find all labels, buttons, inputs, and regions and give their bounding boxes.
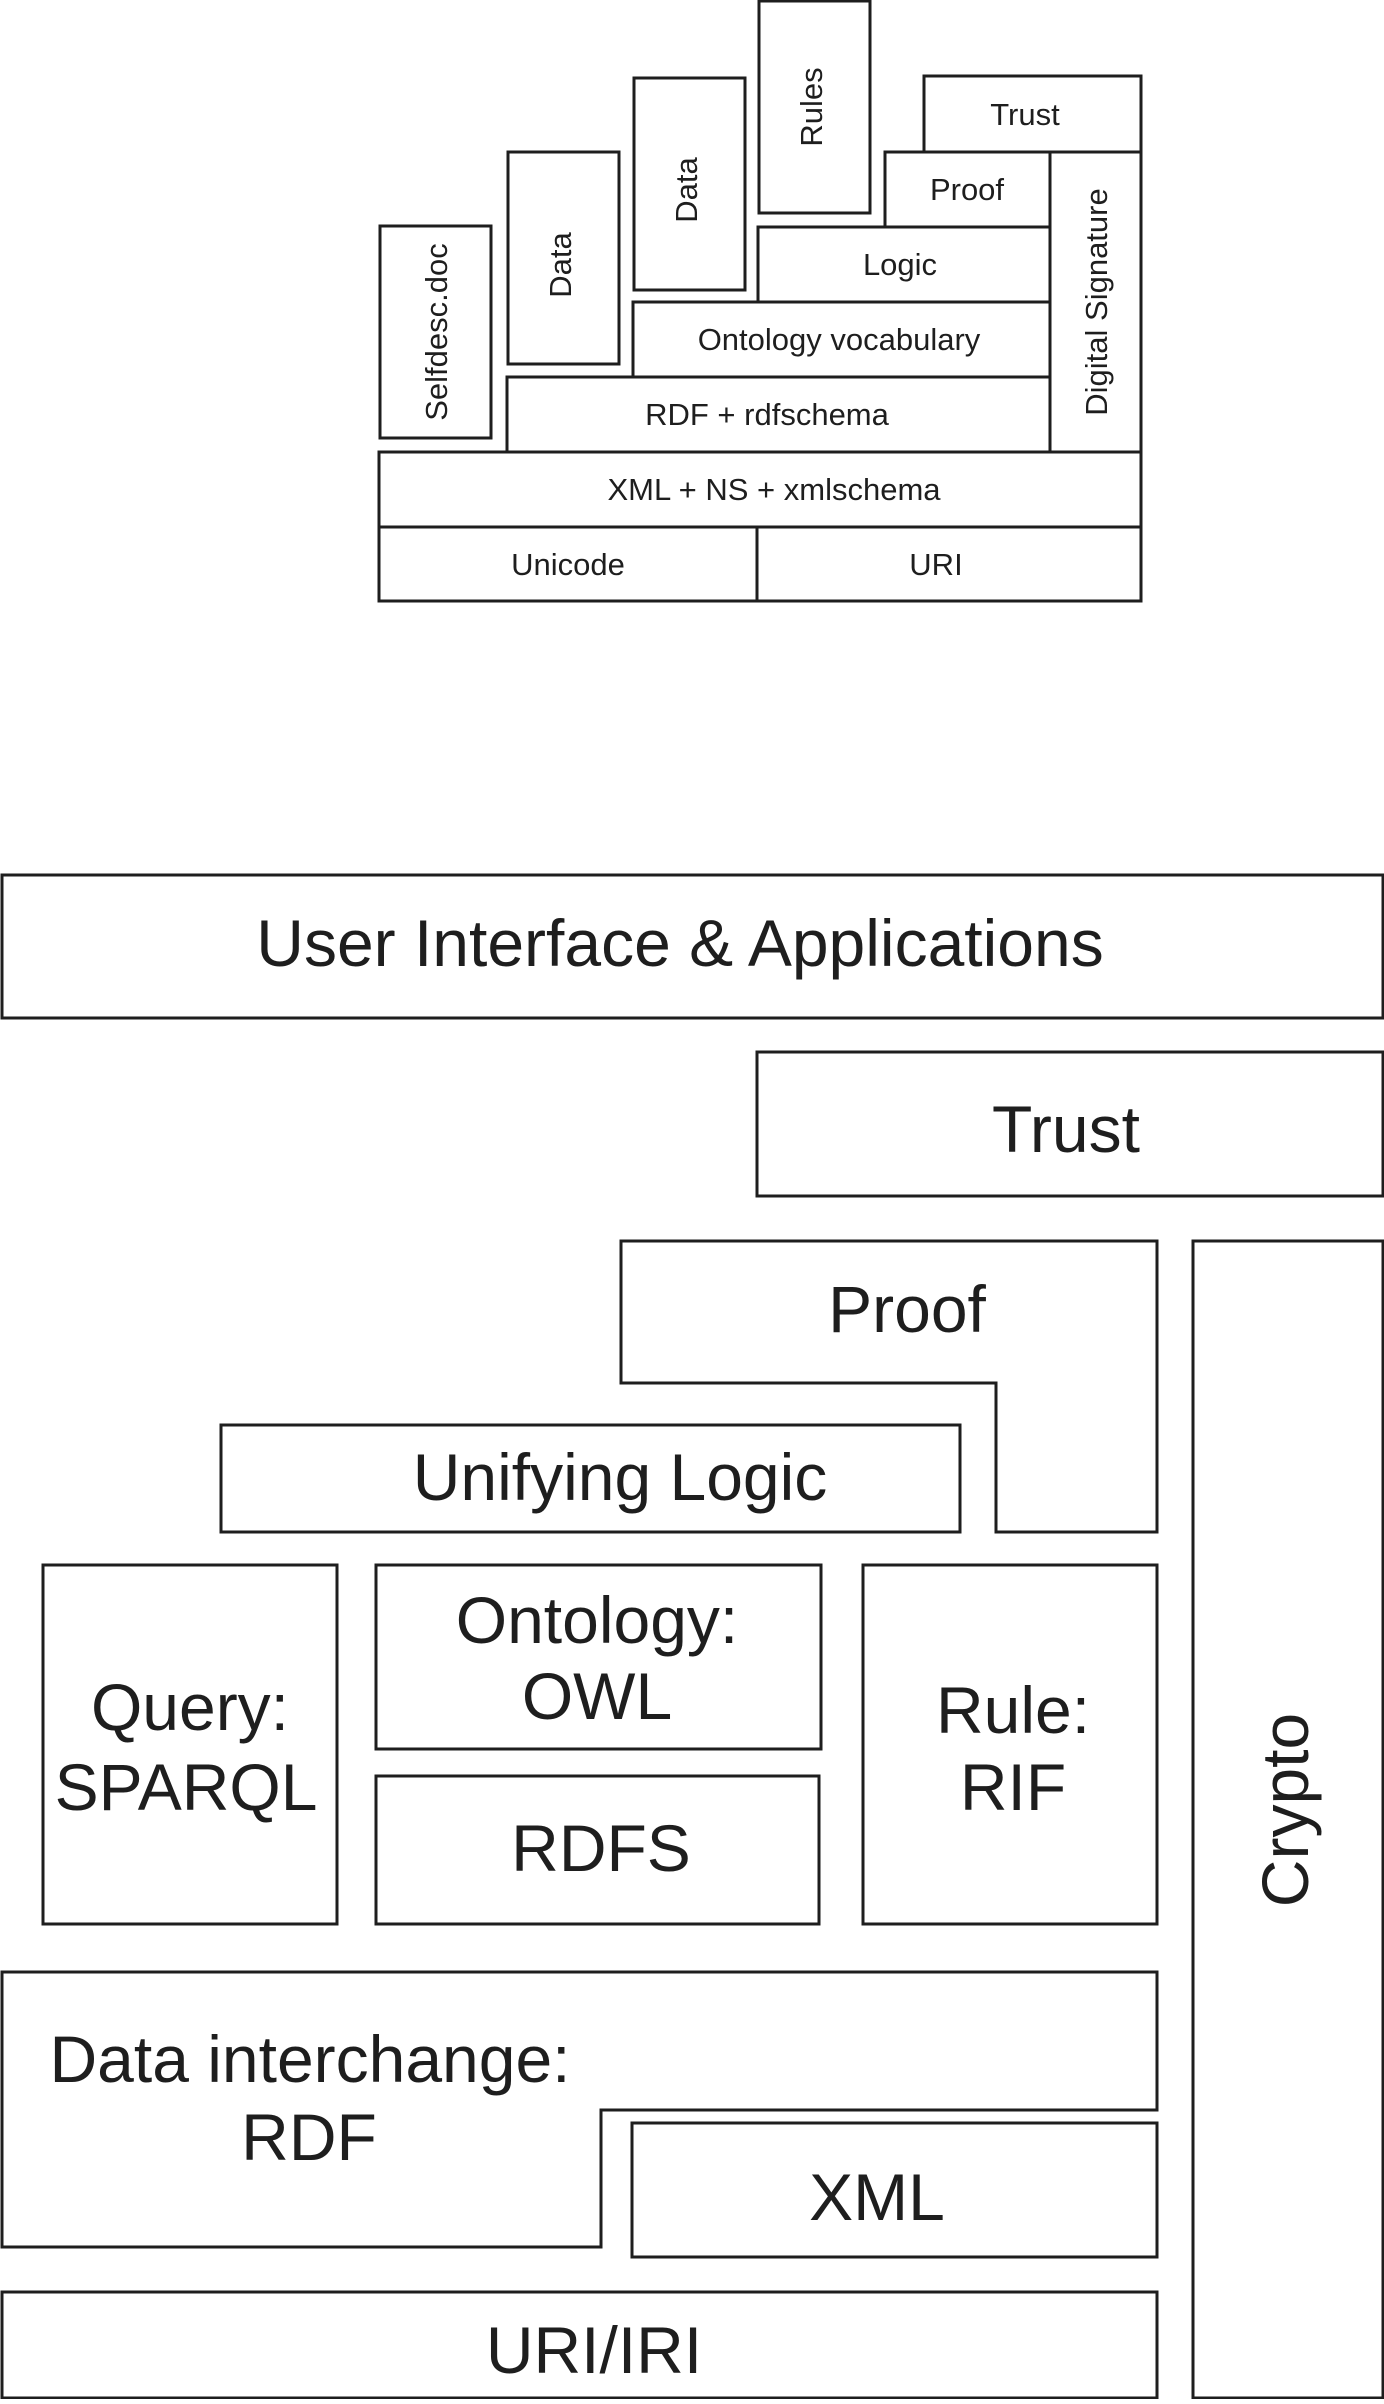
- old-data-label-2: Data: [669, 157, 704, 223]
- old-digital-signature-label: Digital Signature: [1079, 188, 1114, 415]
- trust-layer: Trust: [755, 1050, 1384, 1198]
- unifying-logic-label: Unifying Logic: [413, 1440, 828, 1514]
- old-proof-label: Proof: [930, 172, 1004, 207]
- rule-label-line-1: Rule:: [936, 1673, 1090, 1747]
- query-sparql-box: Query: SPARQL: [41, 1563, 339, 1926]
- data-interchange-label-line-2: RDF: [241, 2100, 377, 2174]
- old-data-box-1: Data: [506, 150, 621, 366]
- rule-label-line-2: RIF: [960, 1750, 1066, 1824]
- old-uri-layer: URI: [755, 525, 1143, 603]
- old-xml-label: XML + NS + xmlschema: [607, 472, 941, 507]
- old-unicode-label: Unicode: [511, 547, 625, 582]
- old-stack-diagram: Unicode URI XML + NS + xmlschema RDF + r…: [377, 0, 1143, 603]
- old-logic-layer: Logic: [756, 225, 1052, 304]
- old-digital-signature-layer: Digital Signature: [1048, 150, 1143, 454]
- old-uri-label: URI: [909, 547, 962, 582]
- old-trust-label: Trust: [990, 97, 1060, 132]
- old-rdf-layer: RDF + rdfschema: [505, 375, 1052, 454]
- old-rdf-label: RDF + rdfschema: [645, 397, 890, 432]
- old-ontology-label: Ontology vocabulary: [698, 322, 981, 357]
- unifying-logic-layer: Unifying Logic: [219, 1423, 962, 1534]
- old-unicode-layer: Unicode: [377, 525, 759, 603]
- trust-label: Trust: [992, 1092, 1140, 1166]
- crypto-label: Crypto: [1248, 1713, 1322, 1907]
- old-data-box-2: Data: [632, 76, 747, 292]
- old-selfdesc-box: Selfdesc.doc: [378, 224, 493, 440]
- xml-label: XML: [809, 2160, 945, 2234]
- ontology-label-line-1: Ontology:: [456, 1583, 739, 1657]
- crypto-layer: Crypto: [1191, 1239, 1384, 2400]
- rule-rif-box: Rule: RIF: [861, 1563, 1159, 1926]
- new-stack-diagram: User Interface & Applications Trust Proo…: [0, 873, 1384, 2400]
- proof-layer: Proof: [619, 1239, 1159, 1534]
- old-xml-layer: XML + NS + xmlschema: [377, 450, 1143, 529]
- query-label-line-1: Query:: [91, 1670, 289, 1744]
- old-trust-layer: Trust: [922, 74, 1143, 154]
- data-interchange-label-line-1: Data interchange:: [49, 2022, 570, 2096]
- uri-iri-layer: URI/IRI: [0, 2290, 1159, 2400]
- old-ontology-layer: Ontology vocabulary: [631, 300, 1052, 379]
- rdfs-label: RDFS: [511, 1811, 691, 1885]
- query-label-line-2: SPARQL: [55, 1750, 318, 1824]
- ontology-label-line-2: OWL: [522, 1659, 672, 1733]
- ontology-owl-box: Ontology: OWL: [374, 1563, 823, 1751]
- rdfs-box: RDFS: [374, 1774, 821, 1926]
- old-rules-box: Rules: [757, 0, 872, 215]
- old-rules-label: Rules: [794, 67, 829, 146]
- old-proof-layer: Proof: [883, 150, 1052, 229]
- ui-apps-label: User Interface & Applications: [256, 906, 1103, 980]
- xml-layer: XML: [630, 2121, 1159, 2259]
- old-selfdesc-label: Selfdesc.doc: [419, 243, 454, 421]
- old-data-label-1: Data: [543, 232, 578, 298]
- proof-label: Proof: [828, 1272, 986, 1346]
- old-logic-label: Logic: [863, 247, 937, 282]
- uri-iri-label: URI/IRI: [486, 2313, 702, 2387]
- ui-apps-layer: User Interface & Applications: [0, 873, 1384, 1020]
- data-interchange-rdf-layer: Data interchange: RDF: [0, 1970, 1159, 2249]
